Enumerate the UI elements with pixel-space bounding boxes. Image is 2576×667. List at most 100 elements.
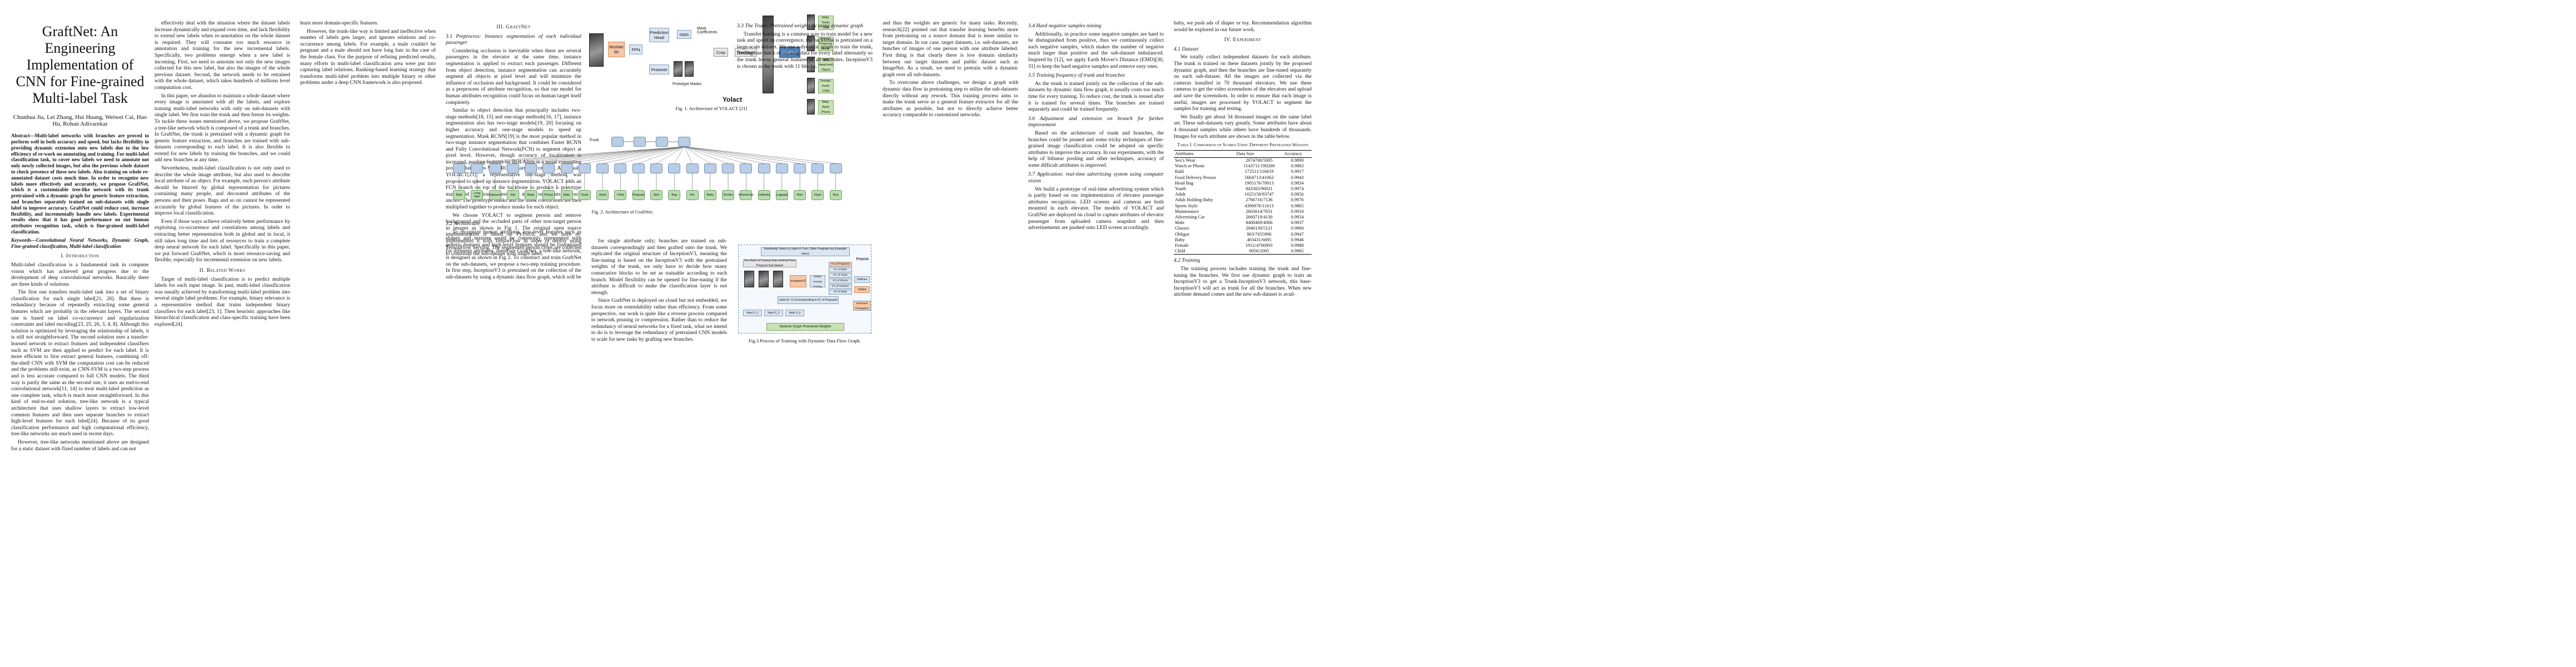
branch-label-node: Phone: [542, 190, 555, 200]
branch-block-node: [471, 163, 484, 173]
table-cell-data-size: 2603614/7631: [1245, 208, 1273, 214]
column-5: for single attribute only; branches are …: [591, 20, 727, 659]
column-9: baby, we push ads of diaper or toy. Reco…: [1174, 20, 1312, 659]
repeat-label: Repeat: [856, 257, 869, 261]
intro-paragraph-1: Multi-label classification is a fundamen…: [11, 261, 149, 287]
input-labels: Input X_1 Input X_2 Input X_k: [743, 310, 804, 316]
label-box-1: Male, Youth, Slim: [818, 16, 834, 30]
table-cell-accuracy: 0.9856: [1291, 192, 1304, 197]
figure-3-caption: Fig.3.Process of Training with Dynamic D…: [749, 338, 861, 344]
branch-edge: [684, 146, 782, 164]
protonet-block: Protonet: [649, 64, 669, 74]
inceptionv3-box: InceptionV3: [790, 275, 806, 287]
branch-label-node: Pet: [686, 190, 699, 200]
table-cell-data-size: 2660719/4130: [1245, 214, 1273, 220]
figure-1-caption: Fig. 1. Architecture of YOLACT [21]: [675, 106, 748, 111]
table-cell-attribute: Watch or Phone: [1175, 163, 1205, 169]
branch-block-node: [704, 163, 716, 173]
input-label-1: Input X_1: [743, 310, 762, 316]
table-header-accuracy: Accuracy: [1283, 150, 1312, 158]
table-cell-attribute: Head Bag: [1175, 180, 1194, 186]
table-cell-attribute: Sex's Wear: [1175, 157, 1195, 163]
branch-edge: [638, 146, 685, 164]
branch-label-node: Glasses: [489, 190, 501, 200]
table-cell-accuracy: 0.9946: [1291, 237, 1304, 242]
dataset-paragraph-2: We finally get about 34 thousand images …: [1174, 113, 1312, 140]
yolact-tag: Yolact: [723, 96, 743, 103]
branch-label-node: Plant: [811, 190, 824, 200]
fc-layer-box: FC of Bald: [829, 290, 852, 295]
branch-label-node: Stroller: [722, 190, 735, 200]
branch-edge: [602, 146, 685, 164]
branch-edge: [549, 146, 685, 164]
table-cell-data-size: 843303/96921: [1245, 186, 1273, 191]
table-cell-accuracy: 0.9854: [1291, 180, 1304, 186]
fc-layer-box: FC of Phone: [829, 278, 852, 283]
table-cell-data-size: 2766716/7136: [1245, 197, 1273, 203]
branch-edge: [684, 146, 764, 164]
section-heading-introduction: I. Introduction: [61, 253, 99, 260]
section-heading-related-works: II. Related Works: [199, 267, 246, 273]
branch-block-node: [596, 163, 609, 173]
preprocess-paragraph-1: Considering occlusion is inevitable when…: [446, 47, 581, 106]
table-cell-attribute: Adult Holding Baby: [1175, 197, 1213, 203]
branch-edge: [684, 146, 692, 164]
table-cell-accuracy: 0.9960: [1291, 226, 1304, 231]
table-cell-accuracy: 0.9943: [1291, 175, 1304, 180]
batch-image-2: [759, 271, 769, 287]
table-1-caption: Table I. Comparison of Scores Using Diff…: [1177, 142, 1309, 148]
branch-edge: [477, 146, 685, 164]
crop-block: Crop: [714, 48, 728, 57]
table-cell-data-size: 9056/2005: [1235, 248, 1283, 255]
fc-layer-box: FC of Pregnant: [829, 262, 852, 267]
fc-layer-box: FC of Male: [829, 267, 852, 272]
branch-label-node: Wheelchair: [739, 190, 754, 200]
output-crop-2: [807, 36, 815, 51]
branch-label-node: Pregnant: [632, 190, 645, 200]
branch-block-node: [686, 163, 699, 173]
branch-block-node: [542, 163, 555, 173]
branch-label-node: Baby: [704, 190, 716, 200]
branch-label-node: Hat: [506, 190, 519, 200]
branch-block-node: [758, 163, 770, 173]
branch-edge: [674, 146, 685, 164]
table-cell-accuracy: 0.9883: [1291, 163, 1304, 169]
table-cell-data-size: 2074700/5005: [1245, 157, 1273, 163]
section-heading-graftnet: III. GraftNet: [496, 24, 531, 30]
branch-edge: [656, 146, 685, 164]
branch-block-node: [722, 163, 735, 173]
table-cell-attribute: Adult: [1175, 192, 1186, 197]
batch-box: One Batch of Training Data Selected from…: [743, 259, 796, 267]
branch-block-node: [794, 163, 806, 173]
input-image: [589, 33, 604, 67]
branch-label-node: Mask: [525, 190, 537, 200]
col5-architecture-continued: for single attribute only; branches are …: [591, 238, 727, 296]
column-4-lower: 3.2 Architecture To recognize human attr…: [446, 218, 581, 651]
table-1: Attributes Data Size Accuracy Sex's Wear…: [1174, 150, 1312, 255]
branch-edge: [684, 146, 800, 164]
figure-1-yolact: ResNet 50 FPN Prediction Head Protonet N…: [589, 11, 884, 122]
prototype-masks-label: Prototype Masks: [672, 82, 702, 86]
table-cell-data-size: 1912/4700893: [1245, 242, 1273, 248]
subsection-3-5: 3.5 Training frequency of trunk and bran…: [1028, 72, 1125, 79]
branch-block-node: [740, 163, 753, 173]
branch-edge: [684, 146, 710, 164]
trunk-block-node: [656, 137, 668, 147]
intro-paragraph-3: However, tree-like networks mentioned ab…: [11, 439, 149, 452]
figure-2-caption: Fig. 2. Architecture of GraftNet.: [591, 209, 654, 215]
col2-paragraph-5: Nevertheless, multi-label classification…: [155, 165, 290, 217]
branch-edge: [459, 146, 685, 164]
table-cell-attribute: Baby: [1175, 237, 1185, 242]
backprop-box: Backward Propagation: [853, 301, 871, 311]
branch-label-node: Bag: [668, 190, 681, 200]
label-id-box: Label ID: 11 (Corresponding to FC of Pre…: [778, 296, 839, 304]
branch-label-node: Long Hair: [471, 190, 484, 200]
